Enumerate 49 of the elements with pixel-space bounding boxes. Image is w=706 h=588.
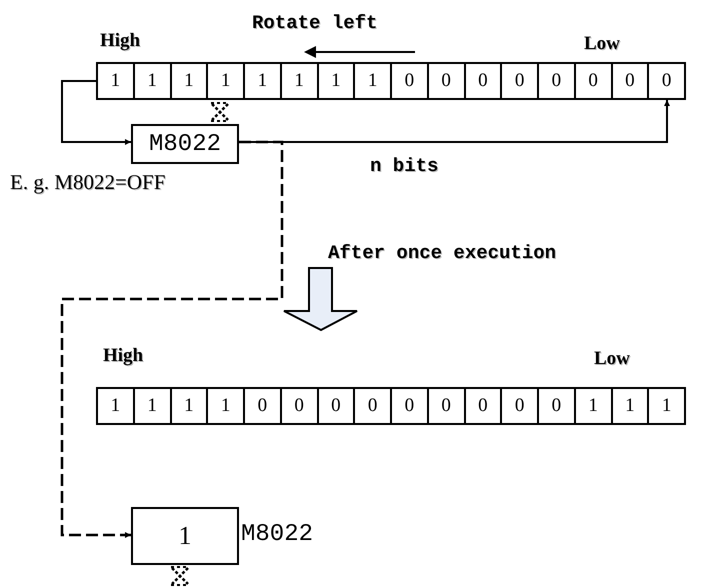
example-note: E. g. M8022=OFF [10,170,166,195]
bit-value: 0 [464,389,500,423]
arrow [61,80,131,145]
bit-value: 0 [610,64,648,98]
bit-value: 1 [170,64,206,98]
bit-value: 0 [426,389,464,423]
bit-value: 0 [574,64,610,98]
bit-value: 0 [353,389,390,423]
flag-value: M8022 [148,130,221,158]
bit-order-label: Low [594,348,630,370]
bit-value: 0 [316,389,354,423]
bit-value: 1 [280,64,316,98]
bit-value: 0 [390,389,427,423]
bit-value: 1 [132,64,170,98]
bit-value: 1 [110,69,122,93]
bit-order-label: High [100,30,140,52]
bit-value: 0 [537,389,574,423]
bit-value: 0 [390,64,427,98]
rotation-label: Rotate left [252,12,378,34]
register-box [96,62,686,100]
arrow [60,140,284,538]
flag-value: 1 [178,521,192,551]
register-box [96,387,686,425]
bit-order-label: High [103,345,144,367]
bit-value: 1 [110,394,122,418]
bit-value: 1 [170,389,206,423]
bit-value: 1 [206,64,243,98]
bit-value: 0 [500,389,537,423]
bit-value: 0 [500,64,537,98]
bit-value: 0 [537,64,574,98]
bit-value: 1 [243,64,280,98]
flag-box [131,124,239,164]
step-label: After once execution [328,242,556,264]
bit-value: 1 [353,64,390,98]
bit-value: 0 [280,389,316,423]
bit-value: 1 [647,389,684,423]
bit-value: 0 [647,64,684,98]
bit-value: 0 [243,389,280,423]
bit-value: 0 [464,64,500,98]
bit-order-label: Low [584,33,620,55]
bit-value: 1 [610,389,648,423]
flag-box [131,507,239,565]
flag-name: M8022 [241,521,314,548]
bit-value: 1 [132,389,170,423]
bit-value: 0 [426,64,464,98]
shift-count-label: n bits [370,155,438,177]
bit-value: 1 [206,389,243,423]
bit-value: 1 [316,64,354,98]
bit-value: 1 [574,389,610,423]
